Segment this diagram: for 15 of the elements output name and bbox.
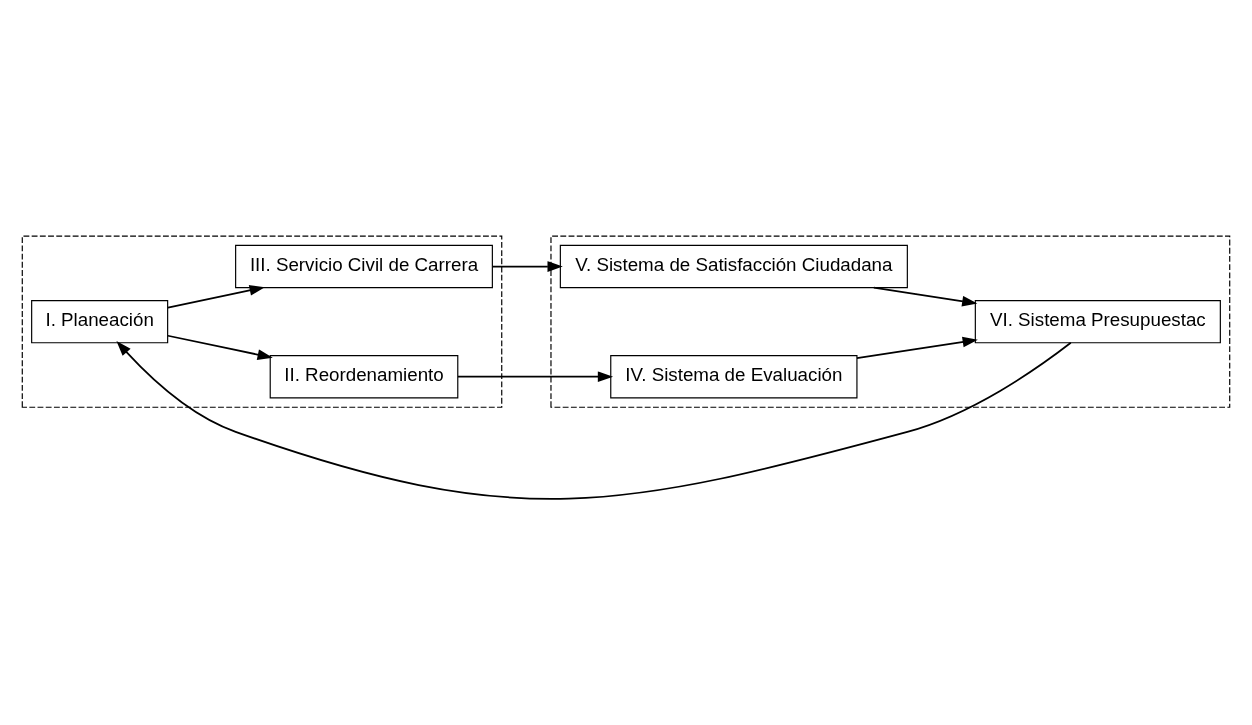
arrow — [491, 260, 563, 272]
node-box: VI. Sistema Presupuestac — [974, 299, 1221, 343]
node-box: II. Reordenamiento — [269, 354, 459, 398]
arrow — [856, 336, 978, 359]
arrow — [457, 370, 614, 382]
cluster — [550, 235, 1231, 408]
node-box: IV. Sistema de Evaluación — [610, 354, 858, 398]
arrow — [116, 340, 1072, 499]
arrow — [167, 334, 273, 360]
node-box: III. Servicio Civil de Carrera — [235, 244, 493, 288]
arrow — [872, 286, 978, 306]
cluster — [21, 235, 503, 408]
node-box: V. Sistema de Satisfacción Ciudadana — [559, 244, 908, 288]
node-box: I. Planeación — [31, 299, 169, 343]
arrow — [167, 284, 265, 308]
